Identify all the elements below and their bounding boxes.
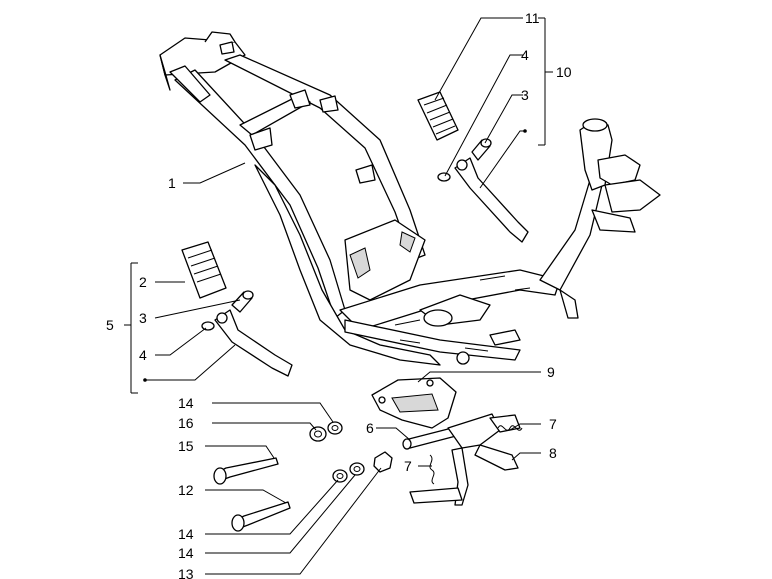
callout-pin-left: 3 [139,310,147,326]
stand-bracket [371,377,457,429]
callout-side-stand-group: 5 [106,317,114,333]
callout-nut-13: 13 [178,566,194,579]
callout-washer-14a: 14 [178,395,194,411]
callout-bracket: 9 [547,364,555,380]
callout-washer-14c: 14 [178,545,194,561]
callout-rubber-left: 2 [139,274,147,290]
callout-bolt-15: 15 [178,438,194,454]
callout-pin-top: 3 [521,87,529,103]
leader-lines [124,17,553,575]
callout-washer-16: 16 [178,415,194,431]
callout-spindle: 6 [366,420,374,436]
callout-frame: 1 [168,175,176,191]
scooter-frame [159,31,661,366]
fasteners [213,421,393,532]
callout-washer-left: 4 [139,347,147,363]
side-stand-group-upper [417,91,529,243]
callout-washer-top: 4 [521,47,529,63]
callout-center-stand: 8 [549,445,557,461]
callout-rubber-top: 11 [525,10,540,26]
callout-washer-14b: 14 [178,526,194,542]
callout-bolt-12: 12 [178,482,194,498]
callout-side-stand-group-top: 10 [556,64,572,80]
center-stand [402,413,523,506]
callout-spring-right: 7 [549,416,557,432]
side-stand-group-lower [181,241,293,377]
callout-labels: 1 2 3 4 5 6 7 7 8 9 10 11 4 3 12 13 14 1… [106,10,572,579]
callout-spring-left: 7 [404,458,412,474]
